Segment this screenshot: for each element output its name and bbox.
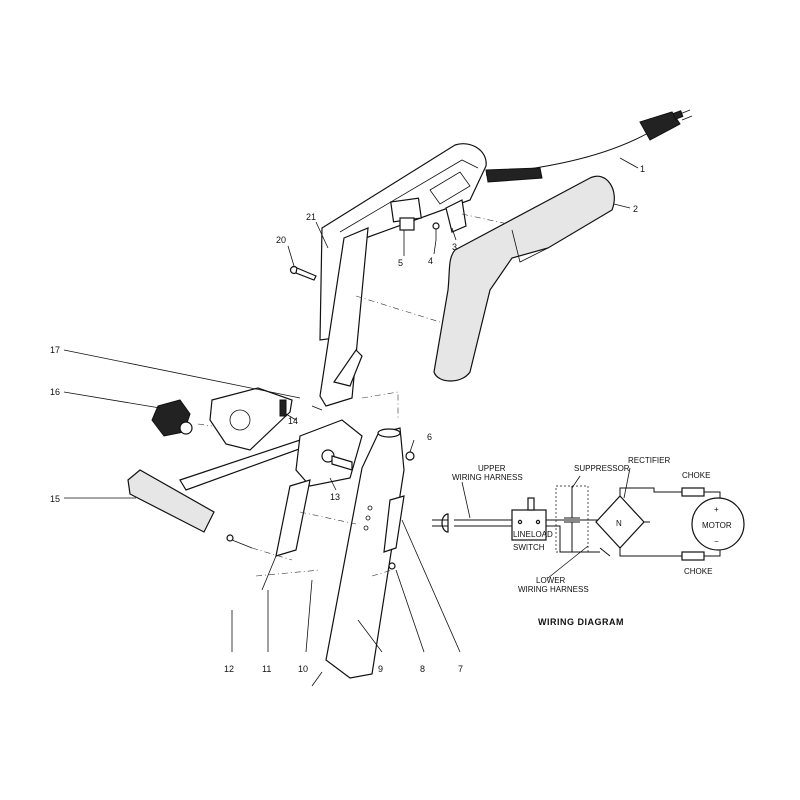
switch-part — [390, 197, 422, 231]
upper-tube — [311, 227, 369, 411]
callout-9: 9 — [378, 664, 383, 674]
motor-plus: + — [714, 505, 719, 514]
callouts: 1 2 3 4 5 6 7 8 9 10 11 12 13 14 15 16 1… — [50, 164, 645, 674]
callout-15: 15 — [50, 494, 60, 504]
choke-top — [681, 487, 705, 497]
lower-harness-label-2: WIRING HARNESS — [518, 585, 589, 594]
motor: + − MOTOR — [691, 497, 745, 551]
wiring-diagram: LINE LOAD SWITCH N — [432, 456, 745, 627]
callout-17: 17 — [50, 345, 60, 355]
clamp-7 — [383, 495, 405, 553]
choke-top-label: CHOKE — [682, 471, 710, 480]
callout-10: 10 — [298, 664, 308, 674]
callout-4: 4 — [428, 256, 433, 266]
screw-4 — [432, 222, 440, 240]
callout-1: 1 — [640, 164, 645, 174]
gear-housing — [295, 419, 363, 487]
gearbox-cover — [209, 387, 293, 451]
lower-left-tube — [261, 479, 311, 591]
switch-line-label: LINE — [513, 530, 531, 539]
callout-8: 8 — [420, 664, 425, 674]
callout-6: 6 — [427, 432, 432, 442]
callout-21: 21 — [306, 212, 316, 222]
upper-harness-label-2: WIRING HARNESS — [452, 473, 523, 482]
switch-box: LINE LOAD SWITCH — [511, 497, 553, 552]
choke-bottom — [681, 551, 705, 561]
plug-symbol — [441, 513, 449, 533]
rectifier-symbol: N — [616, 519, 622, 528]
switch-label: SWITCH — [513, 543, 545, 552]
knob — [151, 399, 193, 437]
power-cord — [485, 109, 693, 183]
callout-13: 13 — [330, 492, 340, 502]
bolt-12 — [226, 534, 253, 549]
suppressor — [555, 475, 589, 553]
motor-label: MOTOR — [702, 521, 732, 530]
callout-20: 20 — [276, 235, 286, 245]
lower-harness-label-1: LOWER — [536, 576, 566, 585]
switch-load-label: LOAD — [531, 530, 553, 539]
upper-harness-label-1: UPPER — [478, 464, 506, 473]
wiring-diagram-title: WIRING DIAGRAM — [538, 617, 624, 627]
motor-minus: − — [714, 537, 719, 546]
exploded-view: 1 2 3 4 5 6 7 8 9 10 11 12 13 14 15 16 1… — [50, 109, 693, 687]
nut-6 — [405, 451, 415, 461]
callout-3: 3 — [452, 242, 457, 252]
screw-8 — [388, 562, 396, 570]
callout-5: 5 — [398, 258, 403, 268]
callout-7: 7 — [458, 664, 463, 674]
suppressor-label: SUPPRESSOR — [574, 464, 630, 473]
callout-2: 2 — [633, 204, 638, 214]
callout-12: 12 — [224, 664, 234, 674]
callout-11: 11 — [262, 664, 271, 674]
centre-lines — [197, 213, 509, 577]
edge-guide — [127, 439, 303, 533]
bracket — [445, 199, 467, 233]
leader-lines — [63, 157, 639, 653]
handle-grip — [433, 175, 615, 382]
screw-20 — [289, 265, 317, 281]
rectifier-label: RECTIFIER — [628, 456, 670, 465]
callout-14: 14 — [288, 416, 298, 426]
rectifier: N — [595, 467, 645, 549]
main-tube — [311, 427, 405, 687]
callout-16: 16 — [50, 387, 60, 397]
choke-bottom-label: CHOKE — [684, 567, 712, 576]
